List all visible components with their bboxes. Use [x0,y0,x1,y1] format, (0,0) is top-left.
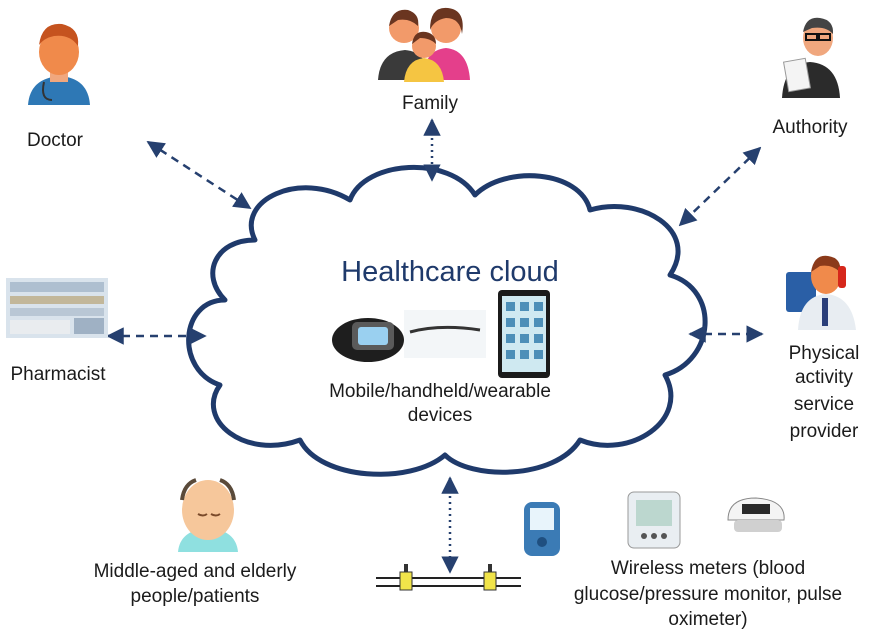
physical-label-line2: activity [794,367,854,388]
meters-label-line3: oximeter) [668,609,748,630]
physical-label-line3: service [793,394,855,415]
bus-connector [376,564,521,591]
family-label: Family [402,93,458,114]
doctor-icon [28,23,90,105]
arrow-doctor [146,140,252,210]
pharmacist-label: Pharmacist [10,364,106,385]
pharmacy-image [6,278,108,338]
devices-label-line1: Mobile/handheld/wearable [329,381,551,402]
patients-label-line2: people/patients [130,586,260,607]
authority-label: Authority [772,117,848,138]
blood-pressure-monitor-icon [627,491,681,549]
patients-label-line1: Middle-aged and elderly [93,561,297,582]
physical-label-line4: provider [789,421,859,442]
provider-icon [786,255,856,330]
wearable-band-icon [404,310,486,358]
authority-icon [782,17,840,98]
smartphone-icon [498,290,550,378]
physical-label-line1: Physical [788,343,860,364]
patient-icon [178,478,238,552]
devices-label-line2: devices [407,405,473,426]
glucose-meter-icon [524,502,560,556]
pulse-oximeter-icon [727,497,785,532]
arrow-authority [678,146,762,227]
family-icon [378,7,470,82]
doctor-label: Doctor [27,130,83,151]
smartwatch-icon [332,318,404,362]
cloud-title: Healthcare cloud [341,256,559,288]
meters-label-line1: Wireless meters (blood [610,558,806,579]
meters-label-line2: glucose/pressure monitor, pulse [573,584,843,605]
